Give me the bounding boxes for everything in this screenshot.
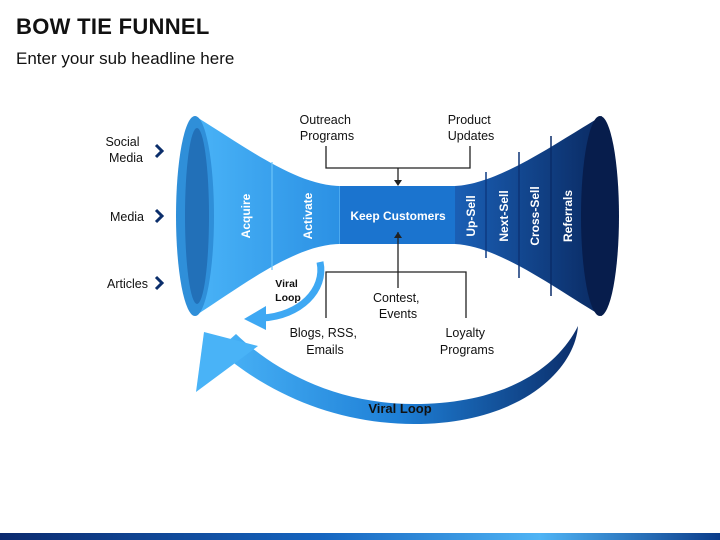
top-bracket: [325, 146, 471, 184]
label-product-updates: Product Updates: [448, 113, 495, 143]
label-loyalty: Loyalty Programs: [440, 326, 494, 357]
stage-next-sell: Next-Sell: [497, 190, 511, 241]
input-social-line1: Social: [105, 135, 139, 149]
input-social-line2: Media: [109, 151, 143, 165]
right-funnel: [455, 116, 619, 316]
input-media: Media: [110, 210, 144, 224]
stage-up-sell: Up-Sell: [464, 195, 478, 236]
chevron-right-icon: [154, 275, 165, 291]
footer-bar: [0, 533, 720, 540]
input-social: Social Media: [105, 135, 143, 165]
small-viral-loop-label: Viral Loop: [275, 278, 301, 304]
stage-acquire: Acquire: [239, 193, 253, 238]
label-outreach: Outreach Programs: [300, 113, 355, 143]
arrow-up-icon: [394, 232, 402, 238]
chevron-right-icon: [154, 143, 165, 159]
chevron-right-icon: [154, 208, 165, 224]
bottom-bracket: [325, 232, 467, 318]
stage-cross-sell: Cross-Sell: [528, 186, 542, 245]
stage-keep-customers: Keep Customers: [350, 209, 446, 223]
left-funnel: [176, 116, 345, 316]
stage-activate: Activate: [301, 192, 315, 239]
input-articles: Articles: [107, 277, 148, 291]
big-viral-loop-arrow: [196, 326, 578, 424]
label-contest: Contest, Events: [373, 291, 423, 321]
slide-subtitle: Enter your sub headline here: [16, 49, 235, 68]
stage-referrals: Referrals: [561, 190, 575, 242]
slide-title: BOW TIE FUNNEL: [16, 14, 210, 39]
arrow-down-icon: [394, 180, 402, 186]
small-viral-loop-arrow: [244, 261, 325, 330]
big-viral-loop-label: Viral Loop: [368, 401, 431, 416]
label-blogs: Blogs, RSS, Emails: [290, 326, 361, 357]
